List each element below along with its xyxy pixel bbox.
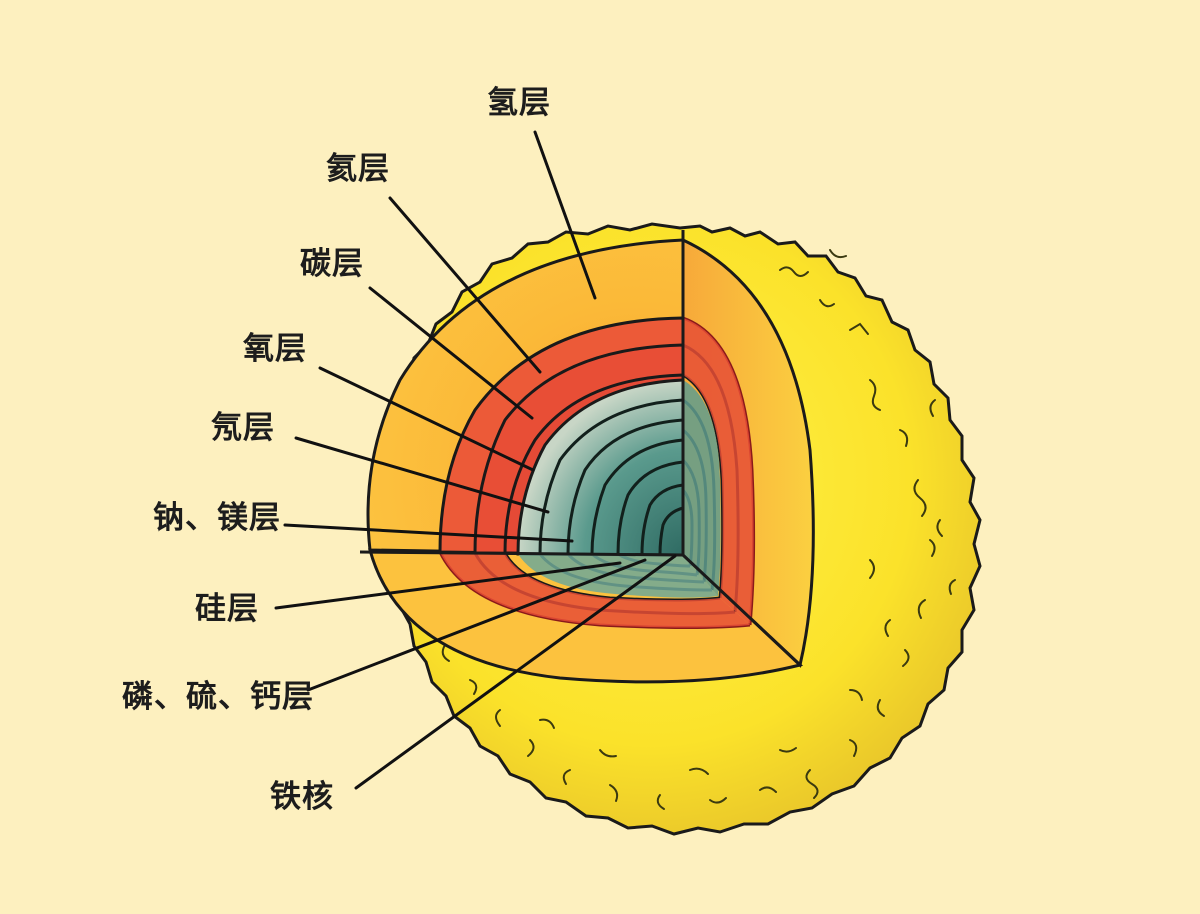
leader-hydrogen xyxy=(533,130,597,300)
leader-lines xyxy=(274,130,677,790)
side-face-red-band xyxy=(683,318,754,625)
cut-edges xyxy=(359,230,802,667)
leader-oxygen xyxy=(318,366,535,472)
label-silicon: 硅层 xyxy=(195,591,259,627)
inner-core-rings xyxy=(538,398,684,555)
label-carbon: 碳层 xyxy=(300,246,364,282)
leader-sodium-magnesium xyxy=(283,523,574,543)
label-oxygen: 氧层 xyxy=(243,331,307,367)
leader-silicon xyxy=(274,561,622,610)
side-face-core xyxy=(683,380,721,596)
leader-phosphorus-sulfur-calcium xyxy=(306,558,647,692)
leader-helium xyxy=(388,196,542,374)
surface-texture xyxy=(441,249,956,810)
leader-iron-core xyxy=(354,554,677,790)
label-iron-core: 铁核 xyxy=(270,779,334,815)
label-sodium-magnesium: 钠、镁层 xyxy=(153,500,281,536)
label-phosphorus-sulfur-calcium: 磷、硫、钙层 xyxy=(122,679,314,715)
bottom-face-core xyxy=(518,554,718,598)
neon-layer xyxy=(516,378,685,557)
label-neon: 氖层 xyxy=(211,410,275,446)
leader-carbon xyxy=(368,286,534,420)
leader-neon xyxy=(294,436,550,514)
label-hydrogen: 氢层 xyxy=(487,85,551,121)
label-helium: 氦层 xyxy=(326,151,390,187)
